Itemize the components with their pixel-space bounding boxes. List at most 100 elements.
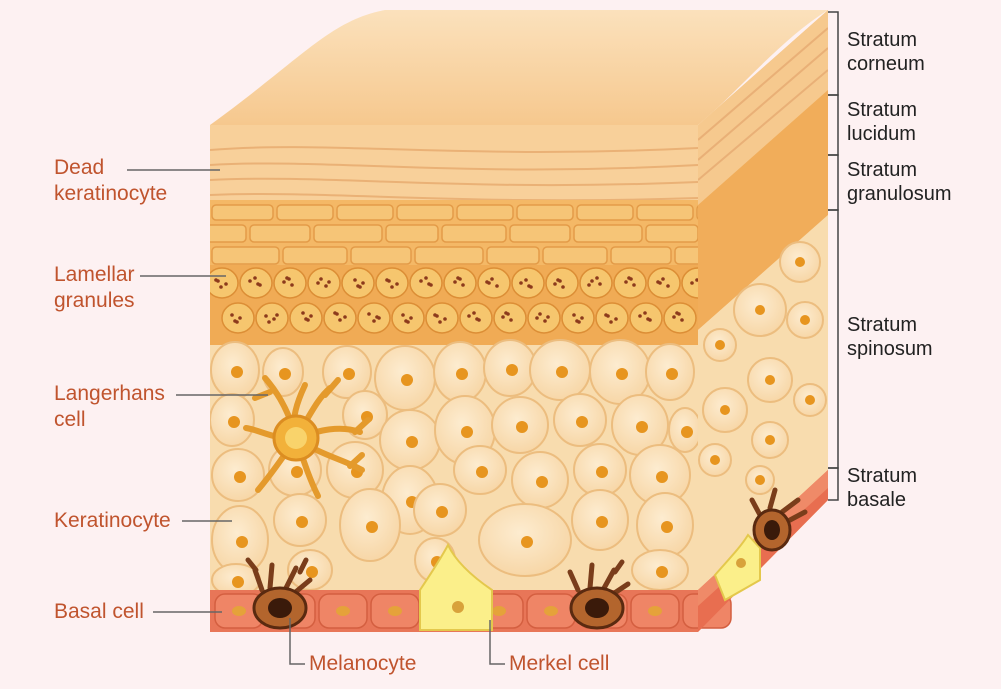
lamellar-granule	[638, 314, 642, 318]
label-stratum-corneum-line2: corneum	[847, 52, 925, 76]
lamellar-granule	[335, 312, 339, 316]
granule-cell	[596, 303, 628, 333]
lamellar-granule	[248, 279, 252, 283]
label-lamellar-granules-line1: Lamellar	[54, 262, 135, 288]
lamellar-granule	[535, 316, 539, 320]
side-nucleus	[710, 455, 720, 465]
lamellar-granule	[401, 313, 405, 317]
lamellar-granule	[253, 276, 257, 280]
label-stratum-spinosum-line2: spinosum	[847, 337, 933, 361]
lamellar-granule	[258, 283, 262, 287]
side-nucleus	[755, 475, 765, 485]
keratinocyte-nucleus	[596, 516, 608, 528]
keratinocyte-nucleus	[596, 466, 608, 478]
keratinocyte-nucleus	[461, 426, 473, 438]
brick-cell	[351, 247, 411, 264]
label-stratum-granulosum-line1: Stratum	[847, 158, 952, 182]
label-stratum-lucidum-line1: Stratum	[847, 98, 917, 122]
brick-cell	[415, 247, 483, 264]
label-keratinocyte: Keratinocyte	[54, 508, 171, 534]
side-nucleus	[795, 257, 805, 267]
granule-cell	[614, 268, 646, 298]
merkel-nucleus	[452, 601, 464, 613]
keratinocyte-nucleus	[536, 476, 548, 488]
label-lamellar-granules-line2: granules	[54, 288, 135, 314]
lamellar-granule	[658, 281, 662, 285]
granule-cell	[274, 268, 306, 298]
brick-cell	[337, 205, 393, 220]
brick-cell	[517, 205, 573, 220]
lamellar-granule	[319, 277, 323, 281]
brick-cell	[212, 205, 273, 220]
keratinocyte-nucleus	[616, 368, 628, 380]
granule-cell	[512, 268, 544, 298]
granule-cell	[546, 268, 578, 298]
granule-cell	[308, 268, 340, 298]
lamellar-granule	[324, 284, 328, 288]
lamellar-granule	[358, 285, 362, 289]
brick-cell	[314, 225, 382, 242]
brick-cell	[386, 225, 438, 242]
label-stratum-corneum-line1: Stratum	[847, 28, 925, 52]
keratinocyte-nucleus	[681, 426, 693, 438]
keratinocyte-nucleus	[228, 416, 240, 428]
lamellar-granule	[506, 312, 510, 316]
lamellar-granule	[235, 320, 239, 324]
lamellar-granule	[558, 279, 562, 283]
lamellar-granule	[267, 320, 271, 324]
keratinocyte-nucleus	[291, 466, 303, 478]
lamellar-granule	[629, 277, 633, 281]
granule-cell	[648, 268, 680, 298]
lamellar-granule	[275, 313, 279, 317]
lamellar-granule	[424, 276, 428, 280]
lamellar-granule	[282, 280, 286, 284]
side-nucleus	[715, 340, 725, 350]
brick-cell	[611, 247, 671, 264]
lamellar-granule	[543, 319, 547, 323]
lamellar-granule	[224, 282, 228, 286]
lamellar-granule	[406, 320, 410, 324]
lamellar-granule	[609, 320, 613, 324]
label-langerhans-cell-line1: Langerhans	[54, 381, 165, 407]
keratinocyte-nucleus	[406, 436, 418, 448]
label-stratum-spinosum: Stratum spinosum	[847, 313, 933, 361]
label-merkel-cell: Merkel cell	[509, 651, 609, 677]
brick-cell	[543, 247, 607, 264]
lamellar-granule	[472, 311, 476, 315]
keratinocyte-nucleus	[456, 368, 468, 380]
lamellar-granule	[606, 314, 610, 318]
lamellar-granule	[580, 316, 584, 320]
lamellar-granule	[598, 282, 602, 286]
lamellar-granule	[587, 283, 591, 287]
label-stratum-basale: Stratum basale	[847, 464, 917, 512]
label-melanocyte: Melanocyte	[309, 651, 416, 677]
brick-cell	[277, 205, 333, 220]
keratinocyte-nucleus	[306, 566, 318, 578]
side-nucleus	[720, 405, 730, 415]
granule-cell	[664, 303, 696, 333]
brick-cell	[283, 247, 347, 264]
lamellar-granule	[372, 319, 376, 323]
lamellar-granule	[538, 312, 542, 316]
brick-cell	[182, 225, 246, 242]
keratinocyte-nucleus	[436, 506, 448, 518]
side-nucleus	[755, 305, 765, 315]
lamellar-granule	[495, 284, 499, 288]
brick-cell	[457, 205, 513, 220]
side-nucleus	[800, 315, 810, 325]
lamellar-granule	[435, 314, 439, 318]
keratinocyte-nucleus	[661, 521, 673, 533]
keratinocyte-nucleus	[656, 471, 668, 483]
lamellar-granule	[377, 316, 381, 320]
keratinocyte-nucleus	[401, 374, 413, 386]
lamellar-granule	[443, 317, 447, 321]
granule-cell	[342, 268, 374, 298]
lamellar-granule	[524, 278, 528, 282]
label-stratum-lucidum-line2: lucidum	[847, 122, 917, 146]
lamellar-granule	[680, 318, 684, 322]
keratinocyte-nucleus	[343, 368, 355, 380]
keratinocyte-nucleus	[656, 566, 668, 578]
lamellar-granule	[453, 280, 457, 284]
lamellar-granule	[230, 313, 234, 317]
lamellar-granule	[264, 314, 268, 318]
